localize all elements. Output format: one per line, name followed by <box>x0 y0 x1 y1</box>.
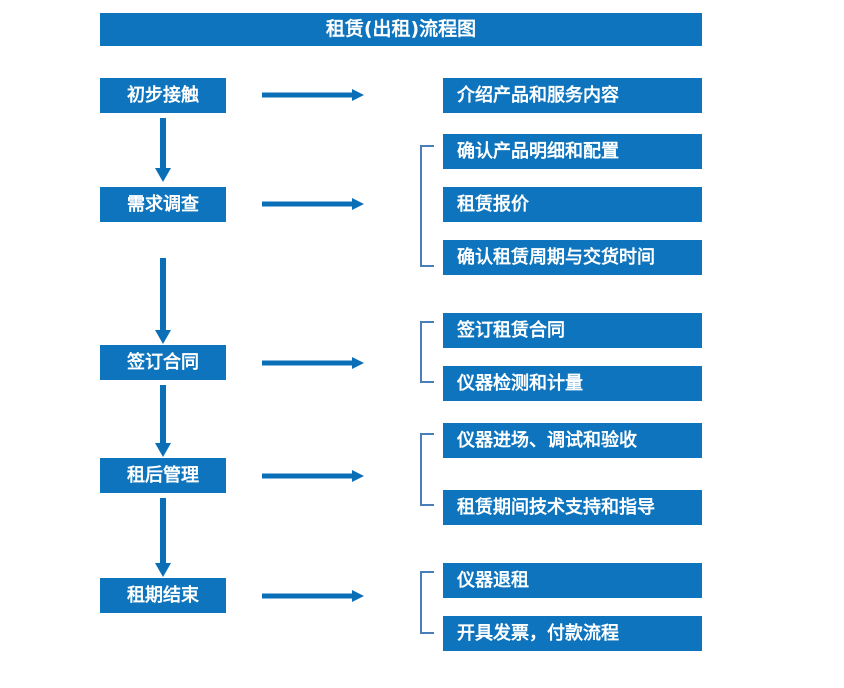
detail-box-仪器退租[interactable]: 仪器退租 <box>443 563 702 598</box>
detail-box-仪器检测和计量[interactable]: 仪器检测和计量 <box>443 366 702 401</box>
stage-box-需求调查[interactable]: 需求调查 <box>100 187 226 222</box>
stage-box-初步接触[interactable]: 初步接触 <box>100 78 226 113</box>
arrow-stage2-to-details <box>262 198 364 210</box>
detail-box-开具发票付款流程[interactable]: 开具发票，付款流程 <box>443 616 702 651</box>
bracket-group-stage4 <box>420 433 434 506</box>
arrow-stage5-to-details <box>262 590 364 602</box>
arrow-stage4-to-details <box>262 470 364 482</box>
bracket-group-stage3 <box>420 321 434 383</box>
detail-box-租赁报价[interactable]: 租赁报价 <box>443 187 702 222</box>
bracket-group-stage2 <box>420 145 434 267</box>
arrow-stage1-to-details <box>262 89 364 101</box>
diagram-title-bar: 租赁(出租)流程图 <box>100 13 702 46</box>
arrow-stage4-to-stage5 <box>155 498 171 577</box>
arrow-stage1-to-stage2 <box>155 118 171 182</box>
detail-box-租赁期间技术支持和指导[interactable]: 租赁期间技术支持和指导 <box>443 490 702 525</box>
detail-box-介绍产品和服务内容[interactable]: 介绍产品和服务内容 <box>443 78 702 113</box>
arrow-stage3-to-stage4 <box>155 385 171 457</box>
detail-box-确认租赁周期与交货时间[interactable]: 确认租赁周期与交货时间 <box>443 240 702 275</box>
detail-box-确认产品明细和配置[interactable]: 确认产品明细和配置 <box>443 134 702 169</box>
stage-box-签订合同[interactable]: 签订合同 <box>100 345 226 380</box>
detail-box-仪器进场调试和验收[interactable]: 仪器进场、调试和验收 <box>443 423 702 458</box>
stage-box-租期结束[interactable]: 租期结束 <box>100 578 226 613</box>
arrow-stage3-to-details <box>262 357 364 369</box>
detail-box-签订租赁合同[interactable]: 签订租赁合同 <box>443 313 702 348</box>
arrow-stage2-to-stage3 <box>155 258 171 344</box>
bracket-group-stage5 <box>420 571 434 634</box>
stage-box-租后管理[interactable]: 租后管理 <box>100 458 226 493</box>
